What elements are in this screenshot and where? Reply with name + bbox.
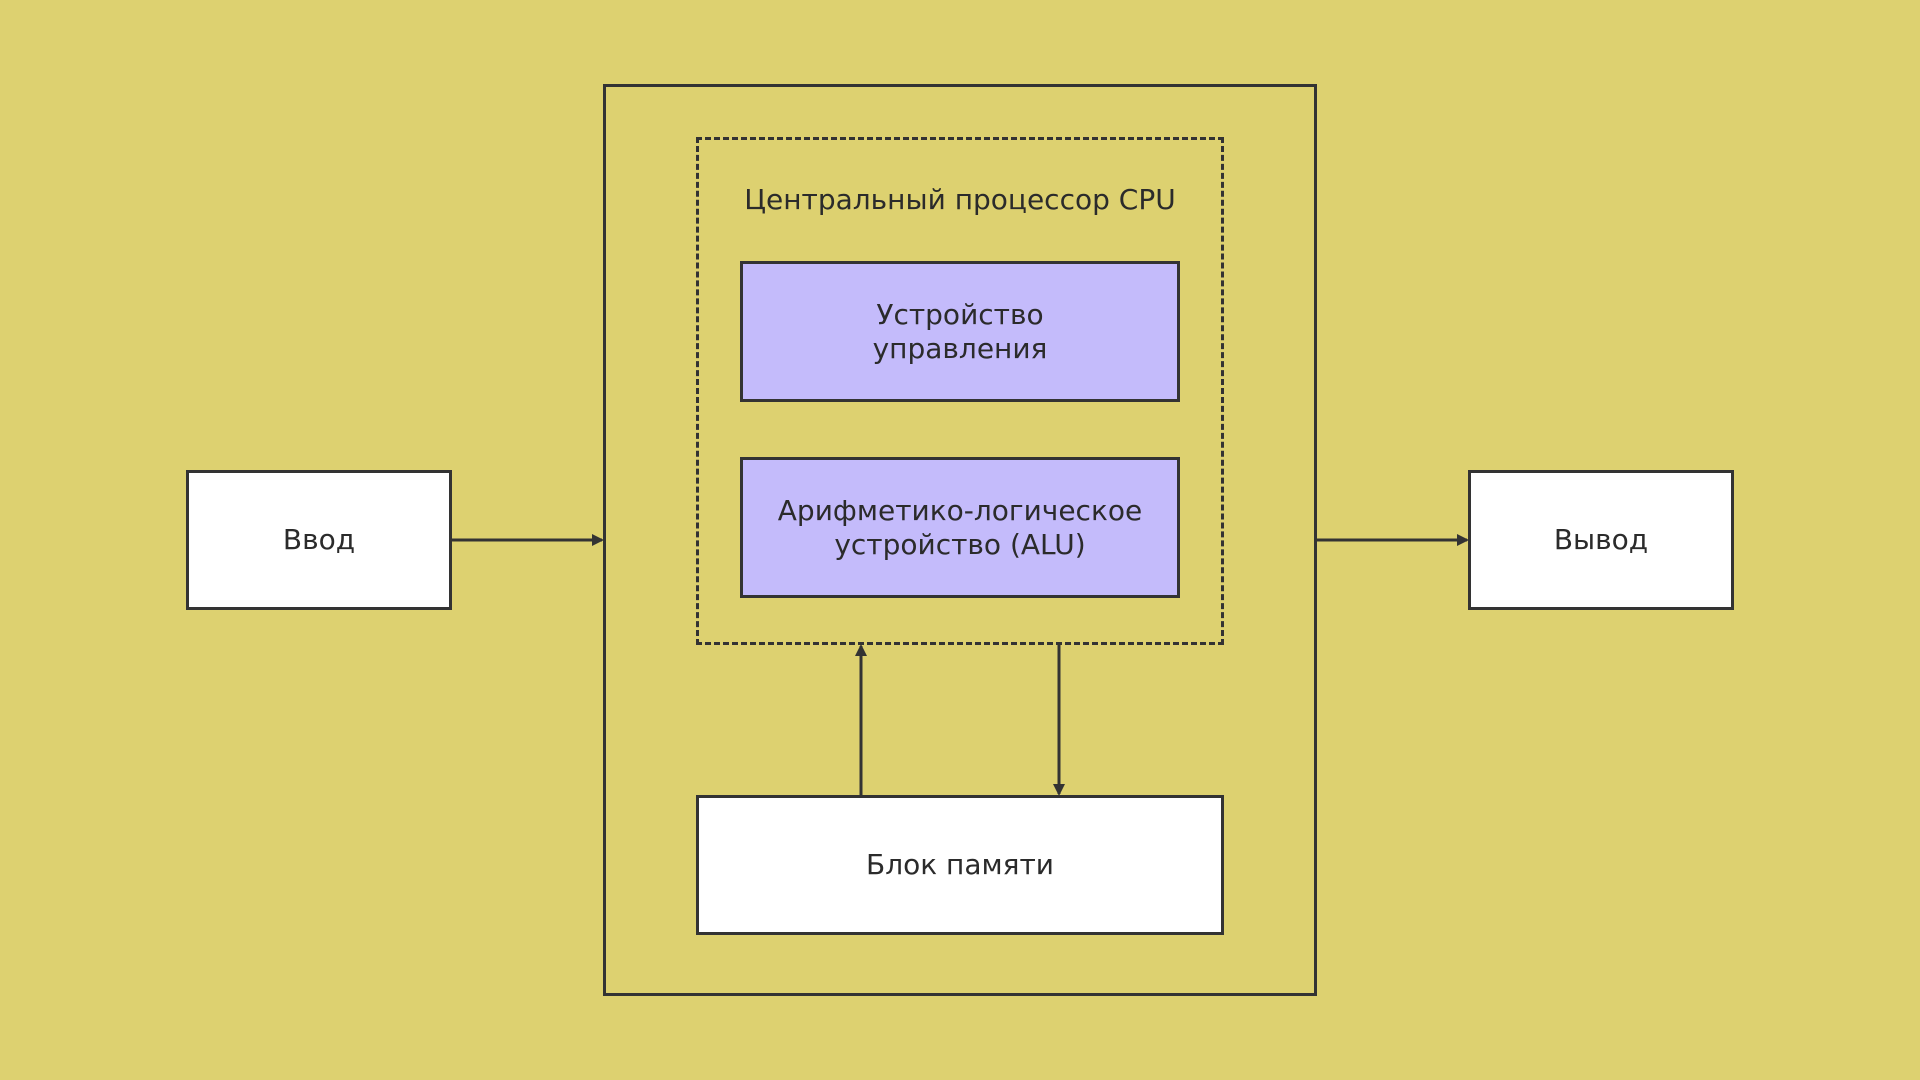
cpu-group xyxy=(696,137,1224,645)
input-label: Ввод xyxy=(282,523,356,557)
computer-frame xyxy=(603,84,1317,996)
input-box: Ввод xyxy=(186,470,452,610)
alu-box: Арифметико-логическое устройство (ALU) xyxy=(740,457,1180,598)
control-unit-label-line2: управления xyxy=(872,331,1048,365)
alu-label-line1: Арифметико-логическое xyxy=(777,494,1143,528)
output-label: Вывод xyxy=(1553,523,1649,557)
cpu-title: Центральный процессор CPU xyxy=(744,183,1176,216)
control-unit-box: Устройство управления xyxy=(740,261,1180,402)
output-box: Вывод xyxy=(1468,470,1734,610)
memory-block-label: Блок памяти xyxy=(866,848,1054,882)
control-unit-label-line1: Устройство xyxy=(876,298,1044,332)
memory-block-box: Блок памяти xyxy=(696,795,1224,935)
alu-label-line2: устройство (ALU) xyxy=(834,527,1086,561)
